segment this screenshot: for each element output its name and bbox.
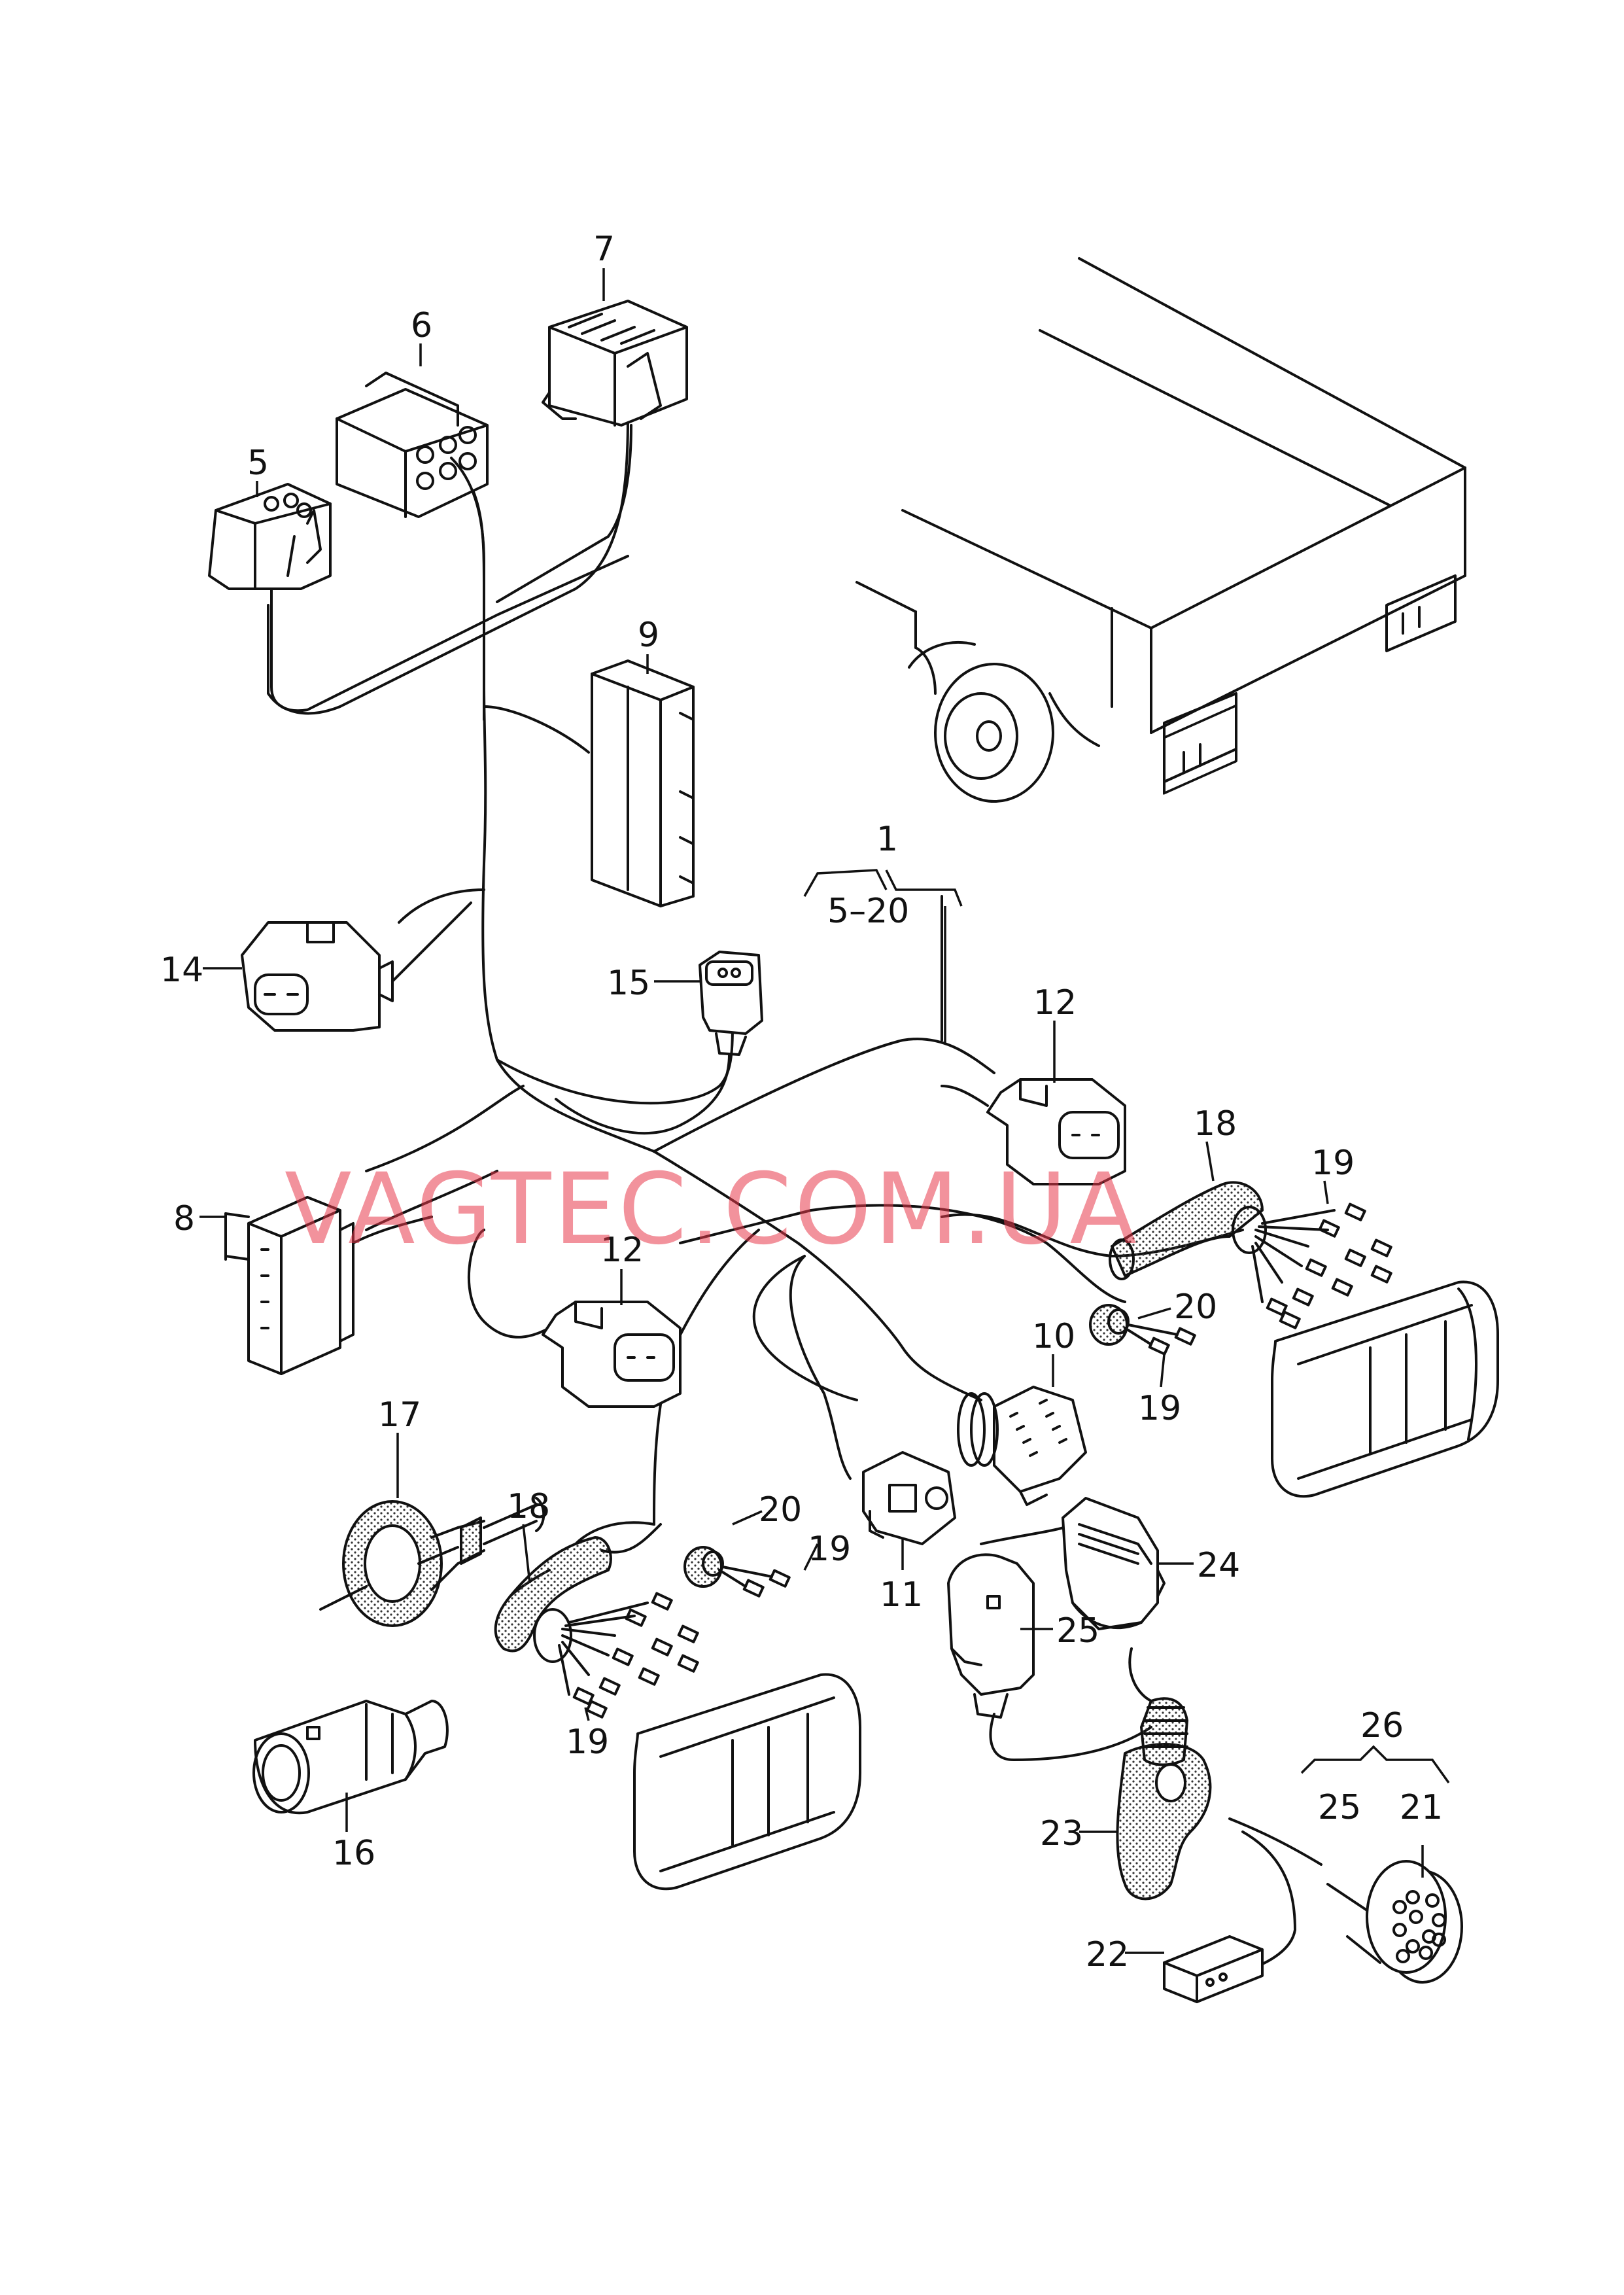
callout-1: 1 [876, 820, 898, 859]
callout-18-right: 18 [1194, 1104, 1237, 1144]
grommet-20-right [1089, 1304, 1196, 1356]
watermark-text: VAGTEC.COM.UA [285, 1153, 1139, 1267]
callout-22: 22 [1086, 1935, 1129, 1974]
callout-25-connector: 25 [1056, 1611, 1099, 1651]
callout-23: 23 [1040, 1814, 1083, 1853]
connector-8 [224, 1170, 498, 1375]
callout-19-left-mid: 19 [808, 1530, 851, 1569]
cable-boot-18-right [1109, 1181, 1267, 1280]
grommet-23 [1116, 1697, 1212, 1901]
connector-14 [241, 902, 472, 1032]
callout-12-left: 12 [600, 1231, 644, 1270]
connector-11 [862, 1451, 956, 1545]
callout-19-right-top: 19 [1311, 1144, 1355, 1183]
callout-6: 6 [411, 306, 432, 345]
callout-18-left: 18 [507, 1487, 550, 1526]
connector-22 [1163, 1935, 1264, 2003]
callout-9: 9 [638, 616, 659, 655]
callout-12-right: 12 [1033, 983, 1077, 1023]
terminals-19-right [1251, 1202, 1392, 1329]
callout-20-left: 20 [759, 1490, 802, 1530]
leader-lines [199, 268, 1450, 1954]
trailer-socket-21 [1326, 1860, 1463, 1984]
connector-25 [947, 1553, 1035, 1719]
callout-5: 5 [247, 444, 269, 483]
callout-25-range: 25 [1318, 1788, 1361, 1827]
callout-24: 24 [1197, 1546, 1240, 1585]
relay-9 [591, 659, 695, 907]
callout-19-right-bottom: 19 [1138, 1389, 1181, 1428]
callout-21: 21 [1400, 1788, 1443, 1827]
callout-16: 16 [332, 1834, 375, 1873]
cable-boot-18-left [494, 1536, 612, 1663]
callout-10: 10 [1032, 1317, 1075, 1356]
connector-16 [252, 1700, 449, 1815]
callout-7: 7 [593, 230, 615, 269]
callout-11: 11 [880, 1575, 923, 1615]
callout-19-left-bottom: 19 [566, 1723, 609, 1762]
terminals-19-left [558, 1592, 699, 1719]
callout-14: 14 [160, 951, 203, 990]
connector-12-right [941, 1078, 1126, 1185]
connector-24 [1062, 1497, 1166, 1630]
callout-26: 26 [1360, 1706, 1404, 1745]
connector-10 [957, 1386, 1087, 1506]
connector-5 [208, 483, 629, 712]
callout-20-right: 20 [1174, 1288, 1217, 1327]
grommet-20-left [683, 1546, 791, 1598]
connector-7 [496, 300, 688, 603]
callout-15: 15 [607, 964, 650, 1003]
sensor-15 [555, 951, 763, 1135]
tail-lamp-right [1271, 1280, 1499, 1498]
connector-12-left [542, 1301, 682, 1408]
connector-6 [336, 372, 489, 721]
callout-labels: 1 5–20 5 6 7 9 14 15 12 8 12 18 19 20 19… [160, 230, 1443, 1974]
grommet-17 [319, 1497, 545, 1627]
callout-1-range: 5–20 [827, 892, 909, 931]
callout-8: 8 [173, 1199, 195, 1238]
tail-lamp-left [633, 1673, 861, 1891]
callout-17: 17 [378, 1395, 421, 1435]
trailer-illustration [855, 257, 1466, 803]
